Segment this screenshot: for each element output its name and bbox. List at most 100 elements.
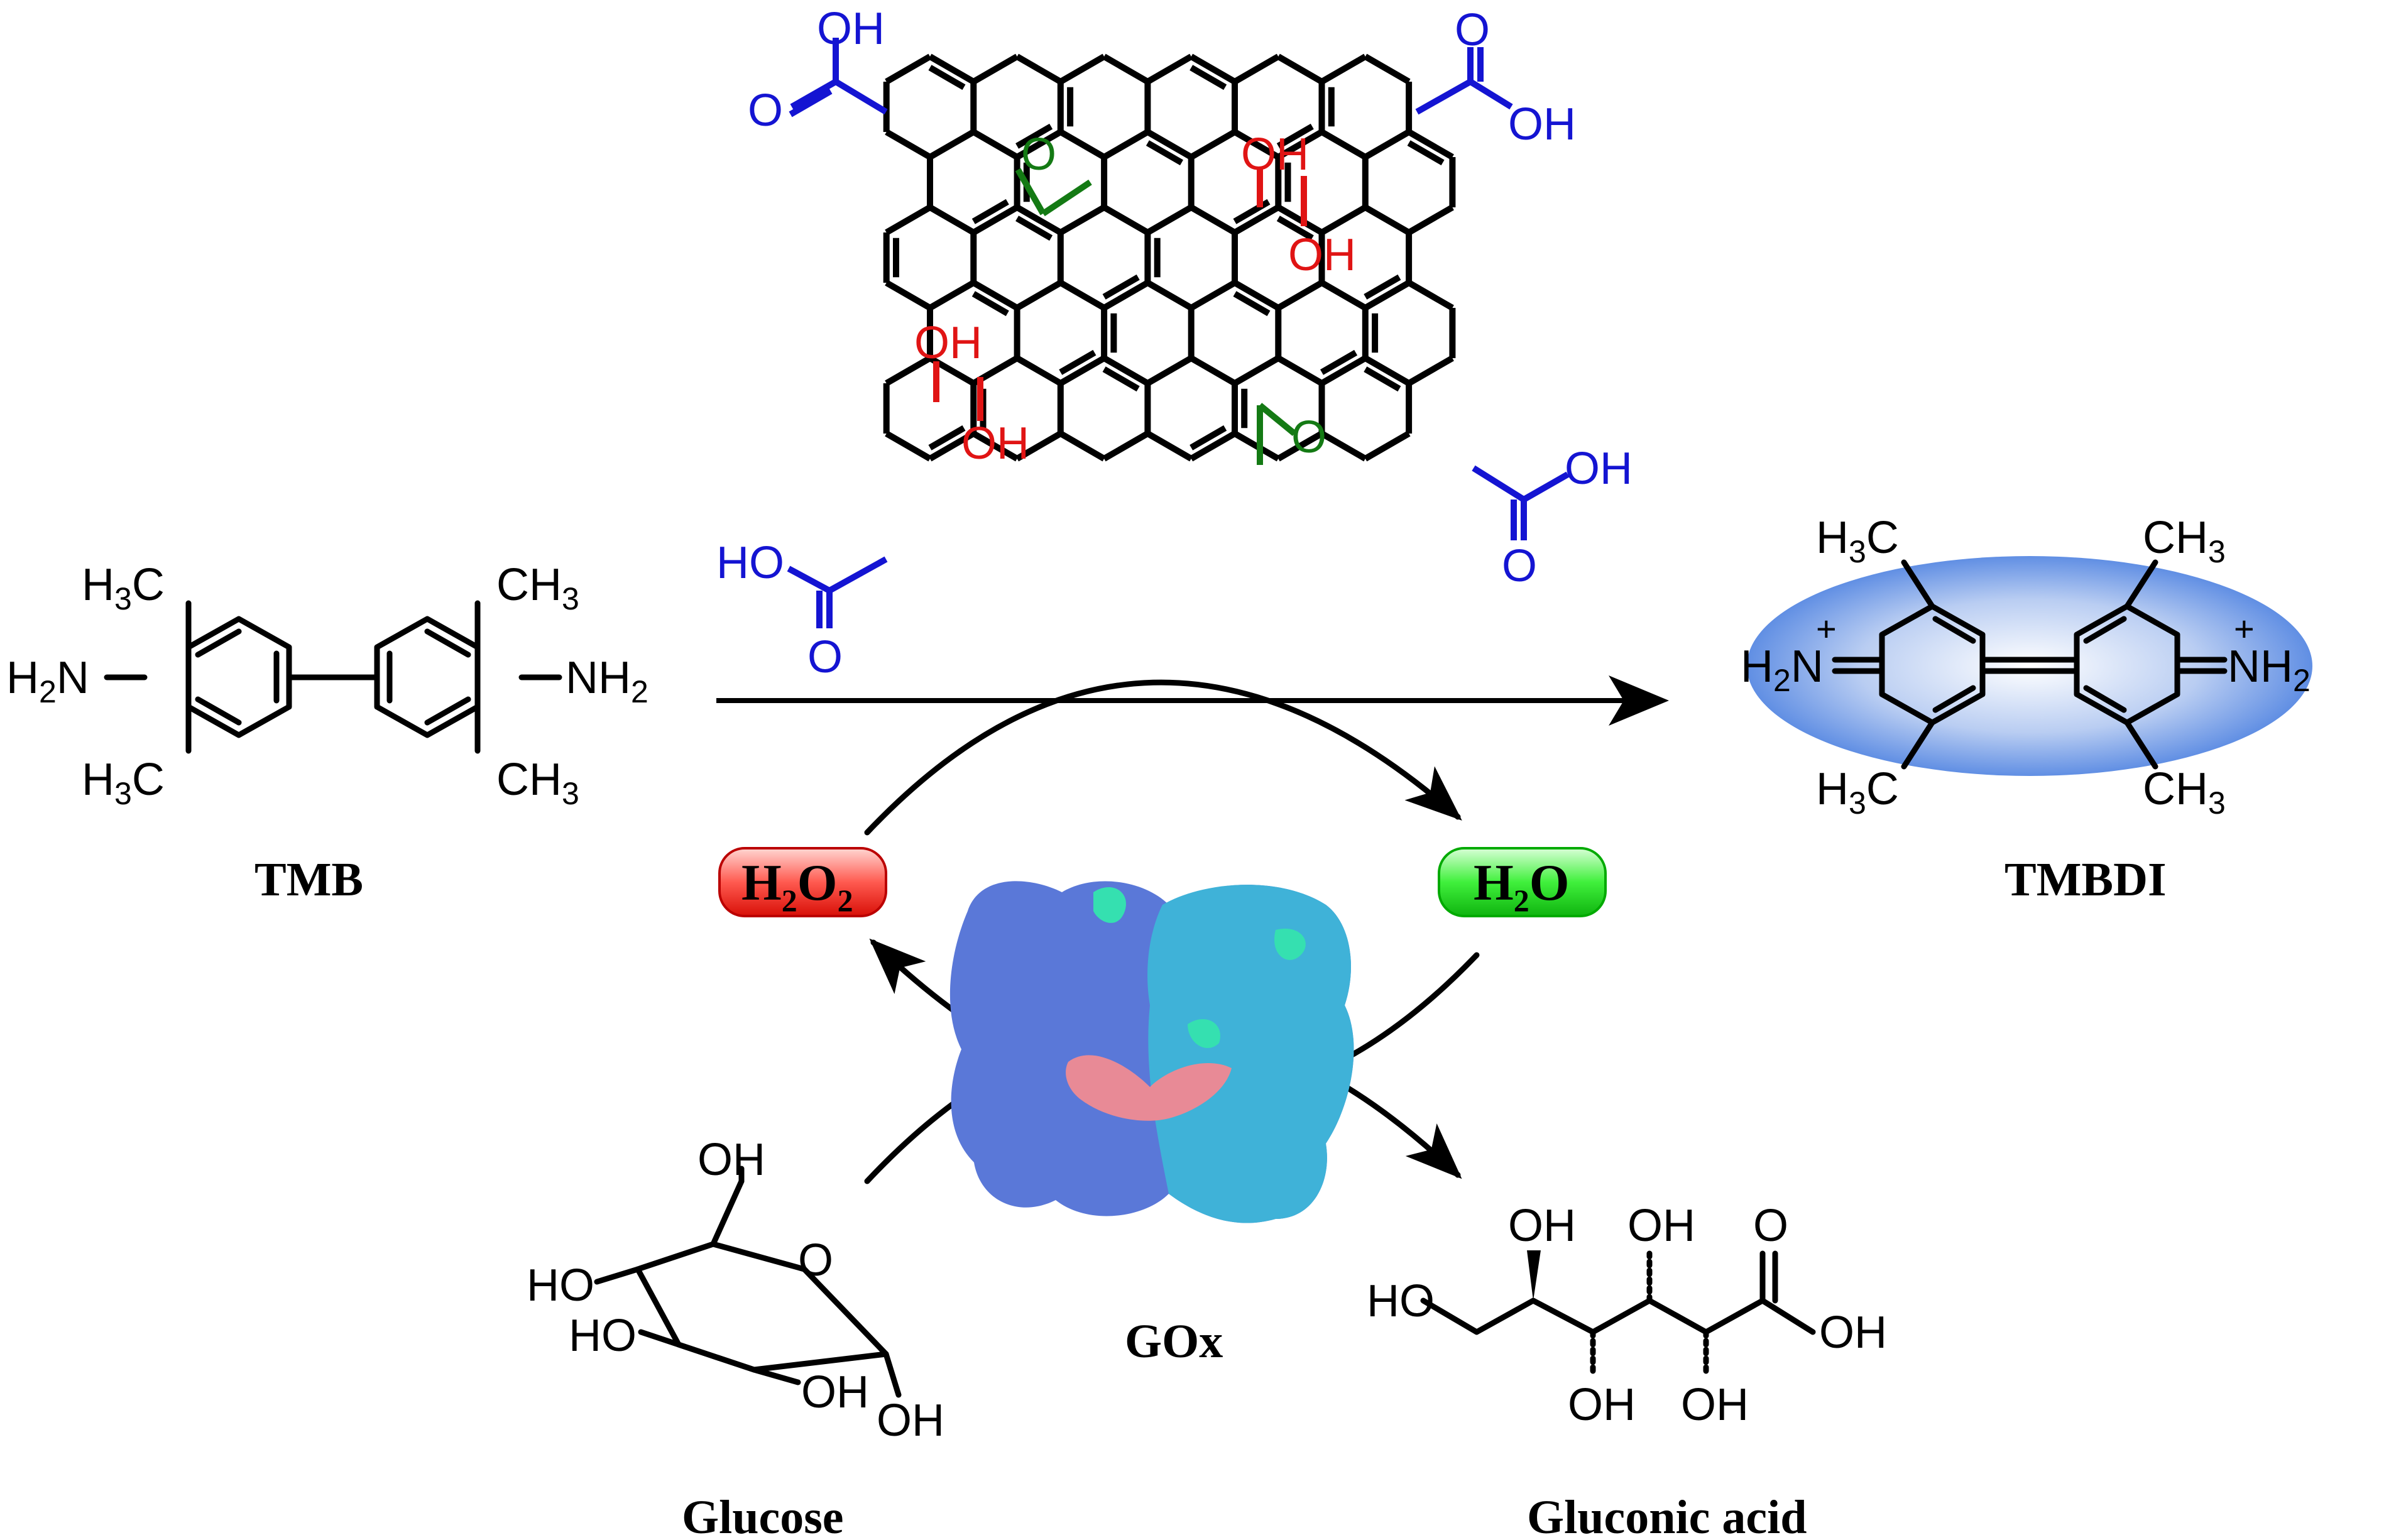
- svg-text:H3C: H3C: [1816, 764, 1899, 821]
- lattice-bond: [1190, 355, 1237, 386]
- lattice-bond: [1015, 53, 1063, 85]
- lattice-bond: [1364, 274, 1401, 300]
- lattice-bond: [1233, 280, 1280, 311]
- graphene-oxide-sheet: OH O O OH HO O OH O: [716, 4, 1633, 682]
- lattice-bond: [1059, 280, 1106, 311]
- lattice-bond: [928, 430, 975, 462]
- carboxyl-bottom-right: OH O: [1472, 444, 1633, 591]
- gluconic-acid-molecule: HO OH OH O OH OH OH: [1367, 1201, 1887, 1430]
- svg-text:H2N: H2N: [6, 653, 89, 709]
- gox-enzyme-structure: [949, 881, 1354, 1223]
- curved-arrow-h2o2-to-h2o: [864, 679, 1462, 836]
- lattice-bond: [1146, 430, 1193, 462]
- lattice-bond: [1276, 355, 1324, 386]
- lattice-bond: [1364, 204, 1411, 236]
- tmb-molecule: H3C H3C CH3 CH3 H2N NH2: [6, 560, 648, 811]
- carboxyl-oh-label: OH: [817, 4, 885, 54]
- lattice-bond: [885, 355, 932, 386]
- svg-text:+: +: [1816, 609, 1837, 648]
- lattice-bond: [1059, 204, 1106, 236]
- lattice-bond: [1320, 280, 1367, 311]
- lattice-bond: [1059, 129, 1106, 160]
- lattice-bond: [1233, 355, 1280, 386]
- svg-text:H3C: H3C: [82, 755, 165, 811]
- lattice-bond: [971, 129, 1019, 160]
- lattice-bond: [1276, 280, 1324, 311]
- svg-text:+: +: [2234, 609, 2255, 648]
- lattice-bond: [1059, 355, 1106, 386]
- carboxyl-oh-label: OH: [1508, 99, 1576, 150]
- lattice-bond: [928, 53, 975, 85]
- glucose-label: Glucose: [682, 1491, 844, 1540]
- lattice-bond: [928, 65, 966, 90]
- svg-text:HO: HO: [569, 1311, 637, 1361]
- lattice-bond: [971, 280, 1019, 311]
- carboxyl-o-label: O: [748, 85, 783, 136]
- lattice-bond: [1146, 355, 1193, 386]
- svg-text:OH: OH: [1627, 1201, 1695, 1251]
- svg-text:OH: OH: [801, 1367, 869, 1417]
- lattice-bond: [1407, 129, 1454, 160]
- svg-text:H3C: H3C: [82, 560, 165, 616]
- lattice-bond: [971, 53, 1019, 85]
- lattice-bond: [928, 425, 966, 451]
- lattice-bond: [1015, 430, 1063, 462]
- lattice-bond: [928, 280, 975, 311]
- svg-text:HO: HO: [527, 1260, 594, 1311]
- glucose-molecule: OH O HO HO OH OH: [527, 1135, 944, 1446]
- lattice-bond: [1320, 53, 1367, 85]
- lattice-bond: [1190, 129, 1237, 160]
- lattice-bond: [1102, 129, 1149, 160]
- lattice-bond: [1233, 53, 1280, 85]
- svg-text:OH: OH: [1508, 1201, 1576, 1251]
- svg-text:H2O: H2O: [1474, 854, 1570, 918]
- lattice-bond: [1320, 430, 1367, 462]
- lattice-bond: [971, 291, 1009, 317]
- lattice-bond: [928, 204, 975, 236]
- lattice-bond: [971, 199, 1009, 224]
- lattice-bond: [1102, 430, 1149, 462]
- lattice-bond: [1015, 280, 1063, 311]
- lattice-bond: [885, 129, 932, 160]
- svg-text:CH3: CH3: [496, 560, 579, 616]
- lattice-bond: [1276, 129, 1324, 160]
- lattice-bond: [1059, 349, 1097, 375]
- lattice-bond: [1364, 129, 1411, 160]
- lattice-bond: [1102, 53, 1149, 85]
- lattice-bond: [1233, 291, 1271, 317]
- lattice-bond: [1146, 140, 1183, 166]
- lattice-bond: [1102, 280, 1149, 311]
- lattice-bond: [1407, 280, 1454, 311]
- lattice-bond: [1059, 53, 1106, 85]
- lattice-bond: [1364, 355, 1411, 386]
- carboxyl-o-label: O: [1502, 541, 1537, 591]
- lattice-bond: [1015, 216, 1053, 241]
- carboxyl-o-label: O: [1455, 5, 1490, 55]
- lattice-bond: [1276, 123, 1314, 149]
- epoxide-lower: O: [1257, 403, 1326, 465]
- lattice-bond: [1364, 366, 1401, 392]
- svg-text:OH: OH: [1819, 1308, 1887, 1358]
- lattice-bond: [1190, 204, 1237, 236]
- epoxide-upper: O: [1015, 129, 1092, 217]
- lattice-bond: [1015, 129, 1063, 160]
- svg-text:H2O2: H2O2: [741, 854, 853, 918]
- carboxyl-oh-label: OH: [1565, 444, 1633, 494]
- lattice-bond: [1276, 430, 1324, 462]
- lattice-bond: [1233, 430, 1280, 462]
- tmbdi-molecule: H3C H3C CH3 CH3 H2N + NH2 +: [1741, 513, 2312, 821]
- lattice-bond: [1015, 204, 1063, 236]
- gox-label: GOx: [1125, 1315, 1223, 1368]
- lattice-bond: [1102, 366, 1140, 392]
- hydroxyl-oh-label: OH: [1241, 129, 1309, 180]
- lattice-bond: [1407, 355, 1454, 386]
- lattice-bond: [1190, 430, 1237, 462]
- lattice-bond: [1407, 204, 1454, 236]
- hydroxyl-oh-label: OH: [961, 418, 1029, 469]
- lattice-bond: [1102, 355, 1149, 386]
- lattice-bond: [885, 53, 932, 85]
- svg-text:O: O: [798, 1235, 833, 1286]
- lattice-bond: [1059, 430, 1106, 462]
